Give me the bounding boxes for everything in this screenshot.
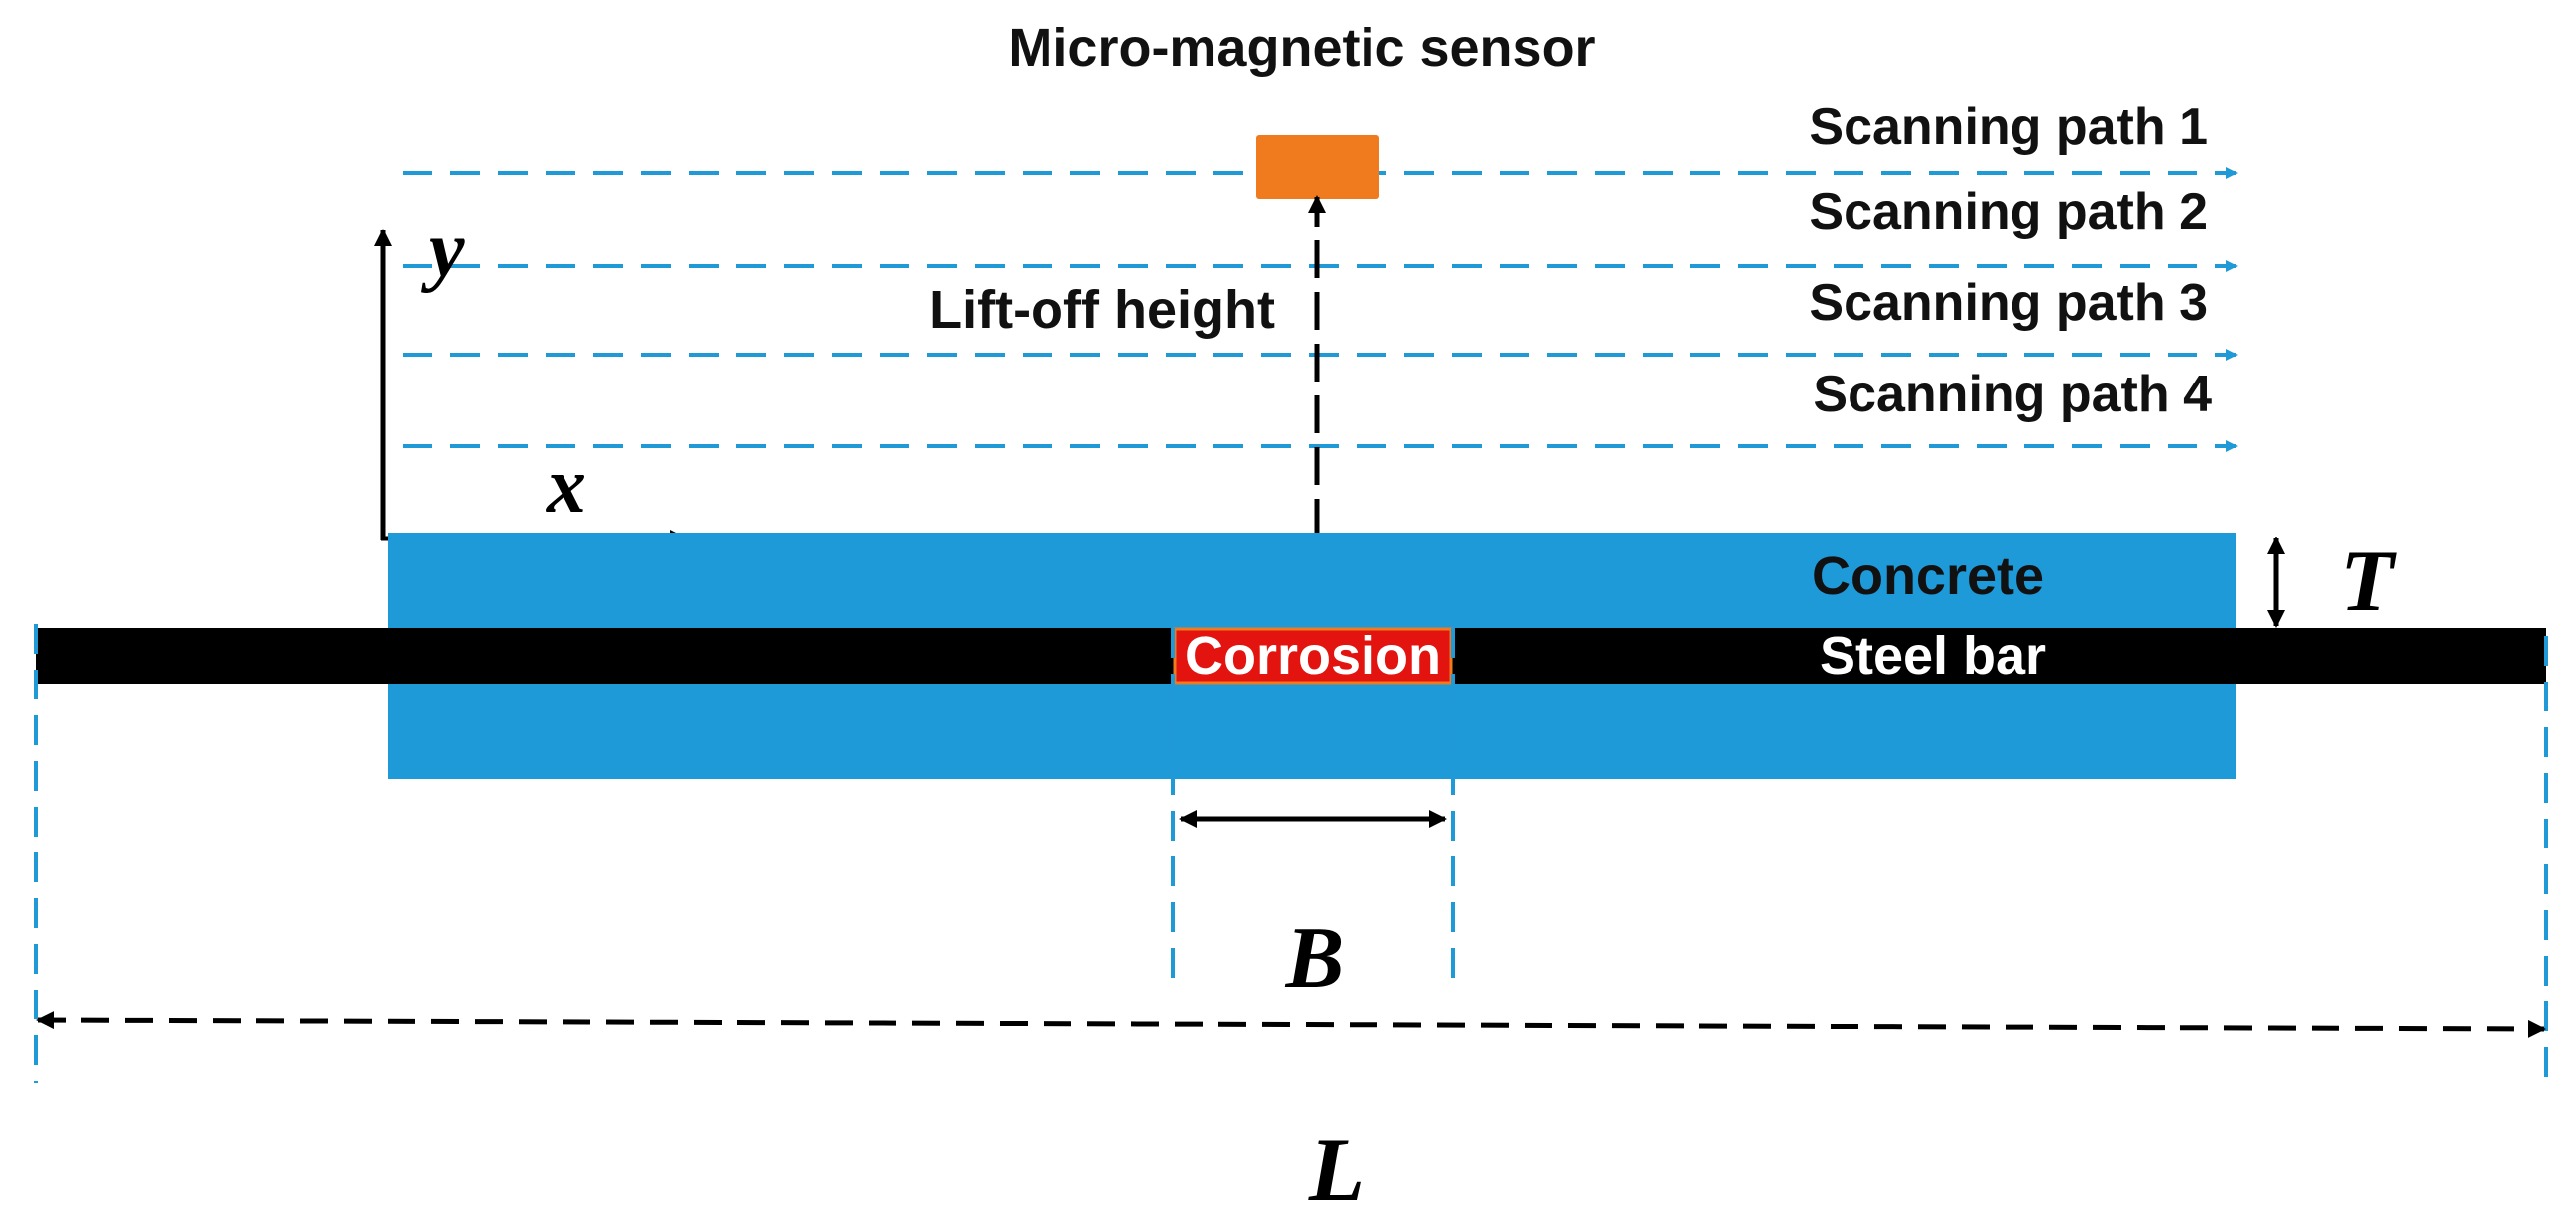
scan-path-label-3: Scanning path 3 — [1809, 274, 2208, 332]
y-axis-label: y — [420, 207, 465, 294]
micro-magnetic-sensor — [1256, 135, 1379, 199]
sensor-title: Micro-magnetic sensor — [1008, 18, 1595, 77]
x-axis-label: x — [546, 442, 586, 530]
bar-length-arrow — [36, 1011, 2546, 1038]
thickness-label: T — [2340, 534, 2397, 630]
corrosion-label: Corrosion — [1185, 626, 1441, 686]
concrete-label: Concrete — [1812, 546, 2044, 606]
scan-path-label-2: Scanning path 2 — [1809, 183, 2208, 240]
steel-bar-label: Steel bar — [1820, 626, 2046, 686]
scan-path-label-1: Scanning path 1 — [1809, 98, 2208, 156]
bar-length-label: L — [1308, 1119, 1365, 1220]
scan-path-label-4: Scanning path 4 — [1813, 366, 2212, 423]
corrosion-width-label: B — [1285, 910, 1345, 1006]
lift-off-label: Lift-off height — [929, 280, 1275, 340]
